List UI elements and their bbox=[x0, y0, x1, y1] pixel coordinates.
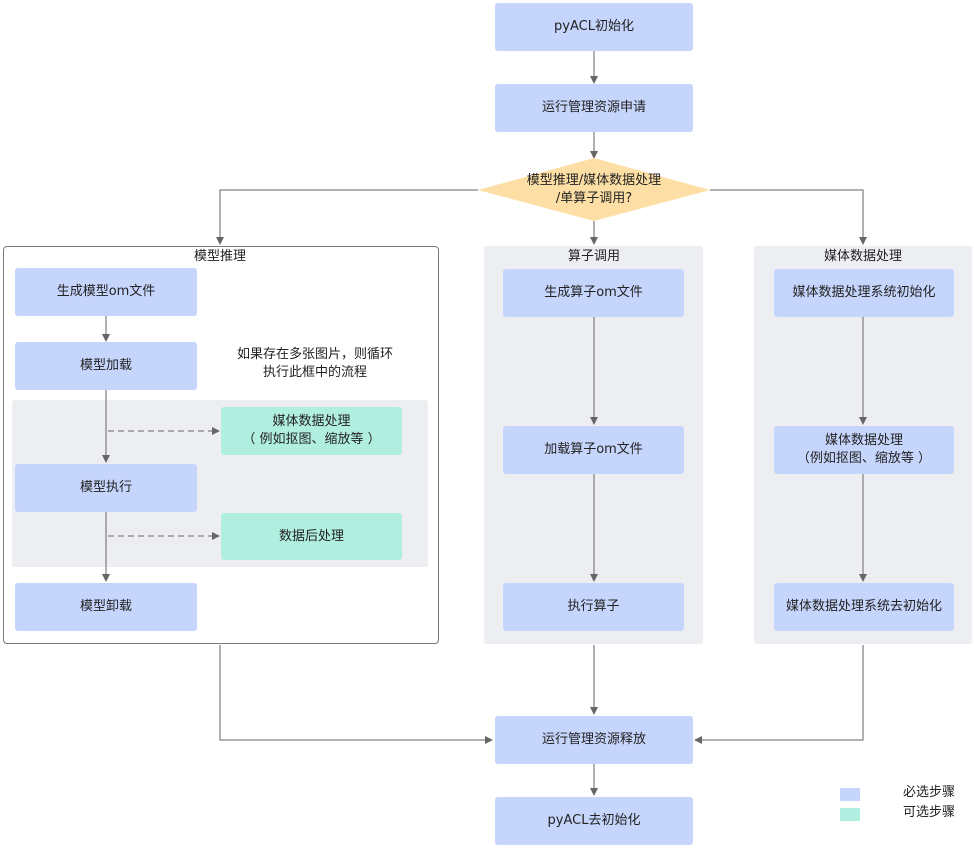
loop-note: 如果存在多张图片，则循环 执行此框中的流程 bbox=[210, 346, 420, 382]
model-execute-step: 模型执行 bbox=[15, 464, 197, 512]
model-media-process-optional-step: 媒体数据处理 （ 例如抠图、缩放等 ） bbox=[221, 407, 402, 455]
decision-label-line1: 模型推理/媒体数据处理 bbox=[526, 173, 662, 188]
decision-label-line2: /单算子调用? bbox=[555, 191, 633, 206]
media-process-step: 媒体数据处理 （例如抠图、缩放等 ） bbox=[774, 426, 954, 474]
media-system-init-step: 媒体数据处理系统初始化 bbox=[774, 269, 954, 317]
gen-model-om-step: 生成模型om文件 bbox=[15, 268, 197, 316]
gen-operator-om-step: 生成算子om文件 bbox=[503, 269, 684, 317]
operator-group-title: 算子调用 bbox=[567, 249, 620, 264]
resource-apply-step: 运行管理资源申请 bbox=[495, 84, 693, 132]
execute-operator-step: 执行算子 bbox=[503, 583, 684, 631]
legend-required-label: 必选步骤 bbox=[902, 785, 955, 800]
media-process-line2: （例如抠图、缩放等 ） bbox=[796, 451, 932, 466]
pyacl-init-step: pyACL初始化 bbox=[495, 3, 693, 51]
pyacl-deinit-step: pyACL去初始化 bbox=[495, 797, 693, 845]
decision-label: 模型推理/媒体数据处理 /单算子调用? bbox=[500, 172, 688, 208]
media-system-deinit-step: 媒体数据处理系统去初始化 bbox=[774, 583, 954, 631]
media-process-line1: 媒体数据处理 bbox=[824, 433, 903, 448]
model-group-title: 模型推理 bbox=[193, 249, 246, 264]
model-unload-step: 模型卸载 bbox=[15, 583, 197, 631]
loop-note-line1: 如果存在多张图片，则循环 bbox=[236, 347, 393, 362]
legend-required-swatch bbox=[840, 788, 860, 801]
data-postprocess-optional-step: 数据后处理 bbox=[221, 513, 402, 560]
media-group-title: 媒体数据处理 bbox=[823, 249, 902, 264]
model-media-process-line2: （ 例如抠图、缩放等 ） bbox=[242, 432, 381, 447]
resource-release-step: 运行管理资源释放 bbox=[495, 716, 693, 764]
legend-optional-swatch bbox=[840, 808, 860, 821]
model-media-process-line1: 媒体数据处理 bbox=[272, 414, 351, 429]
model-load-step: 模型加载 bbox=[15, 342, 197, 390]
load-operator-om-step: 加载算子om文件 bbox=[503, 426, 684, 474]
loop-note-line2: 执行此框中的流程 bbox=[262, 365, 367, 380]
legend-optional-label: 可选步骤 bbox=[902, 805, 955, 820]
decision-diamond bbox=[478, 158, 710, 221]
